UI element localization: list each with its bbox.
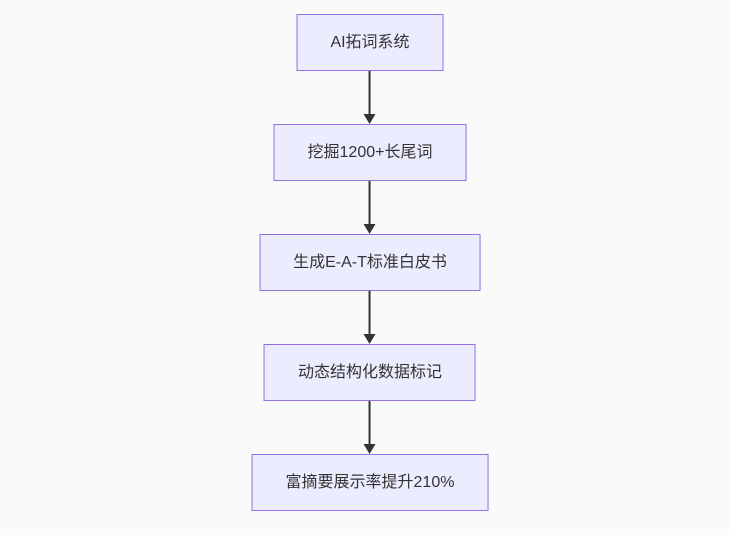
flow-node-label: AI拓词系统 xyxy=(330,33,410,51)
flow-node-label: 动态结构化数据标记 xyxy=(297,363,442,381)
flow-node-4: 动态结构化数据标记 xyxy=(263,344,476,401)
flow-node-2: 挖掘1200+长尾词 xyxy=(273,124,467,181)
arrow-head-icon xyxy=(364,444,376,454)
flow-node-3: 生成E-A-T标准白皮书 xyxy=(259,234,481,291)
arrow-connector xyxy=(364,401,376,454)
flowchart: AI拓词系统 挖掘1200+长尾词 生成E-A-T标准白皮书 动态结构化数据标记… xyxy=(251,14,489,511)
flow-node-1: AI拓词系统 xyxy=(296,14,444,71)
arrow-connector xyxy=(364,291,376,344)
flow-node-label: 富摘要展示率提升210% xyxy=(285,473,455,491)
flow-node-5: 富摘要展示率提升210% xyxy=(251,454,489,511)
flow-node-label: 挖掘1200+长尾词 xyxy=(307,143,433,161)
arrow-line xyxy=(369,181,371,225)
arrow-head-icon xyxy=(364,114,376,124)
arrow-head-icon xyxy=(364,334,376,344)
arrow-head-icon xyxy=(364,224,376,234)
arrow-line xyxy=(369,401,371,445)
arrow-line xyxy=(369,71,371,115)
arrow-connector xyxy=(364,181,376,234)
arrow-line xyxy=(369,291,371,335)
flow-node-label: 生成E-A-T标准白皮书 xyxy=(293,253,447,271)
arrow-connector xyxy=(364,71,376,124)
